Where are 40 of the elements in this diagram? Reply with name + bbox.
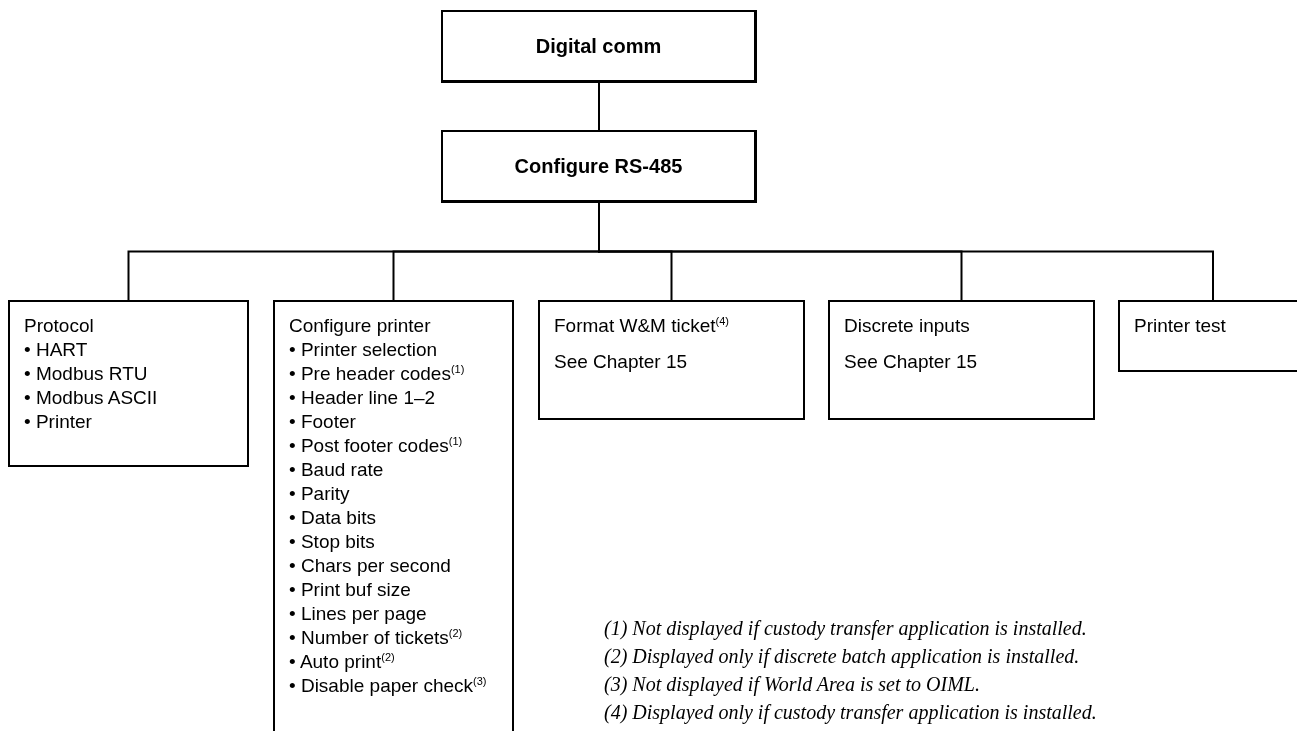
menu-list-box — [1118, 300, 1297, 372]
menu-title: Discrete inputs — [844, 314, 971, 338]
footnote: (3) Not displayed if World Area is set to OIML. — [604, 672, 980, 698]
list-item: • HART — [24, 338, 89, 362]
list-item: • Data bits — [289, 506, 377, 530]
connector-line — [598, 82, 600, 131]
list-item: • Baud rate — [289, 458, 385, 482]
list-item: • Modbus ASCII — [24, 386, 159, 410]
list-item: • Lines per page — [289, 602, 428, 626]
list-item: • Printer selection — [289, 338, 439, 362]
menu-box — [441, 10, 757, 83]
footnote: (2) Displayed only if discrete batch application is installed. — [604, 644, 1080, 670]
menu-list-box — [273, 300, 514, 731]
menu-title: Configure printer — [289, 314, 432, 338]
list-item: • Auto print$^{(2)}$ — [289, 650, 396, 674]
list-item: • Post footer codes$^{(1)}$ — [289, 434, 464, 458]
menu-box — [441, 130, 757, 203]
menu-title: Digital comm — [535, 34, 662, 58]
menu-list-box — [8, 300, 249, 467]
footnote: (4) Displayed only if custody transfer application is installed. — [604, 700, 1097, 726]
list-item: • Chars per second — [289, 554, 452, 578]
menu-list-box — [538, 300, 805, 420]
menu-title: Configure RS-485 — [514, 154, 683, 178]
reference-text: See Chapter 15 — [844, 350, 979, 374]
list-item: • Modbus RTU — [24, 362, 149, 386]
menu-title: Format W&M ticket$^{(4)}$ — [554, 314, 730, 338]
footnote: (1) Not displayed if custody transfer application is installed. — [604, 616, 1087, 642]
list-item: • Footer — [289, 410, 357, 434]
list-item: • Printer — [24, 410, 93, 434]
reference-text: See Chapter 15 — [554, 350, 689, 374]
list-item: • Stop bits — [289, 530, 376, 554]
list-item: • Print buf size — [289, 578, 412, 602]
menu-title: Printer test — [1134, 314, 1227, 338]
list-item: • Number of tickets$^{(2)}$ — [289, 626, 464, 650]
list-item: • Pre header codes$^{(1)}$ — [289, 362, 466, 386]
menu-title: Protocol — [24, 314, 95, 338]
menu-list-box — [828, 300, 1095, 420]
list-item: • Parity — [289, 482, 351, 506]
list-item: • Disable paper check$^{(3)}$ — [289, 674, 488, 698]
list-item: • Header line 1–2 — [289, 386, 437, 410]
